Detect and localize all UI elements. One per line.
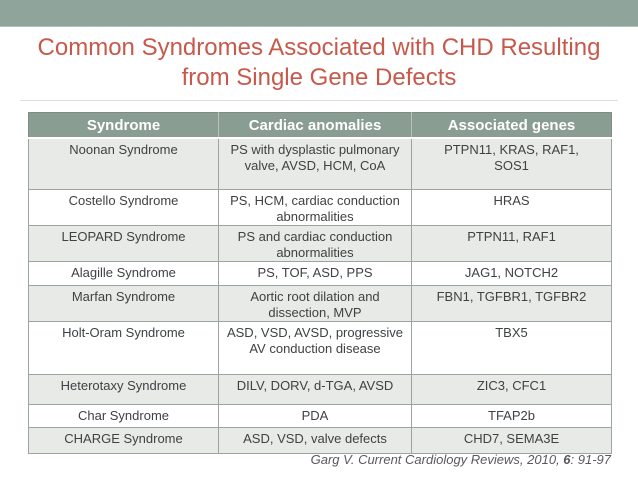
cell-syndrome: Marfan Syndrome [28,284,219,322]
cell-genes: PTPN11, KRAS, RAF1, SOS1 [411,137,612,190]
slide-title-line-2: from Single Gene Defects [181,64,457,91]
cell-genes: TBX5 [411,320,612,375]
top-accent-bar [0,0,638,27]
syndromes-table: Syndrome Cardiac anomalies Associated ge… [28,112,612,454]
table-row: Alagille Syndrome PS, TOF, ASD, PPS JAG1… [28,260,612,286]
table-row: Noonan Syndrome PS with dysplastic pulmo… [28,137,612,190]
cell-syndrome: Alagille Syndrome [28,260,219,286]
cell-anomalies: PDA [218,403,412,428]
cell-anomalies: ASD, VSD, AVSD, progressive AV conductio… [218,320,412,375]
column-header-syndrome: Syndrome [28,112,219,139]
table-row: Heterotaxy Syndrome DILV, DORV, d-TGA, A… [28,373,612,405]
table-header-row: Syndrome Cardiac anomalies Associated ge… [28,112,612,139]
citation-prefix: Garg V. Current Cardiology Reviews, 2010… [310,452,564,467]
cell-syndrome: Char Syndrome [28,403,219,428]
cell-genes: HRAS [411,188,612,226]
cell-anomalies: DILV, DORV, d-TGA, AVSD [218,373,412,405]
slide-title-line-1: Common Syndromes Associated with CHD Res… [37,34,601,61]
cell-anomalies: PS and cardiac conduction abnormalities [218,224,412,262]
cell-anomalies: PS, HCM, cardiac conduction abnormalitie… [218,188,412,226]
cell-genes: CHD7, SEMA3E [411,426,612,454]
cell-syndrome: CHARGE Syndrome [28,426,219,454]
table-row: Costello Syndrome PS, HCM, cardiac condu… [28,188,612,226]
table-row: Holt-Oram Syndrome ASD, VSD, AVSD, progr… [28,320,612,375]
cell-syndrome: Costello Syndrome [28,188,219,226]
cell-genes: ZIC3, CFC1 [411,373,612,405]
cell-genes: FBN1, TGFBR1, TGFBR2 [411,284,612,322]
table-row: Marfan Syndrome Aortic root dilation and… [28,284,612,322]
cell-syndrome: LEOPARD Syndrome [28,224,219,262]
column-header-associated-genes: Associated genes [411,112,612,139]
column-header-cardiac-anomalies: Cardiac anomalies [218,112,412,139]
cell-genes: PTPN11, RAF1 [411,224,612,262]
cell-syndrome: Holt-Oram Syndrome [28,320,219,375]
citation-volume: 6 [563,452,571,467]
cell-syndrome: Noonan Syndrome [28,137,219,190]
table-row: Char Syndrome PDA TFAP2b [28,403,612,428]
table-row: LEOPARD Syndrome PS and cardiac conducti… [28,224,612,262]
cell-anomalies: ASD, VSD, valve defects [218,426,412,454]
title-divider [20,100,618,101]
cell-genes: TFAP2b [411,403,612,428]
cell-genes: JAG1, NOTCH2 [411,260,612,286]
slide-title: Common Syndromes Associated with CHD Res… [0,33,638,93]
cell-syndrome: Heterotaxy Syndrome [28,373,219,405]
table-row: CHARGE Syndrome ASD, VSD, valve defects … [28,426,612,454]
cell-anomalies: Aortic root dilation and dissection, MVP [218,284,412,322]
cell-anomalies: PS with dysplastic pulmonary valve, AVSD… [218,137,412,190]
cell-anomalies: PS, TOF, ASD, PPS [218,260,412,286]
citation-suffix: : 91-97 [570,452,611,467]
citation: Garg V. Current Cardiology Reviews, 2010… [311,452,611,467]
